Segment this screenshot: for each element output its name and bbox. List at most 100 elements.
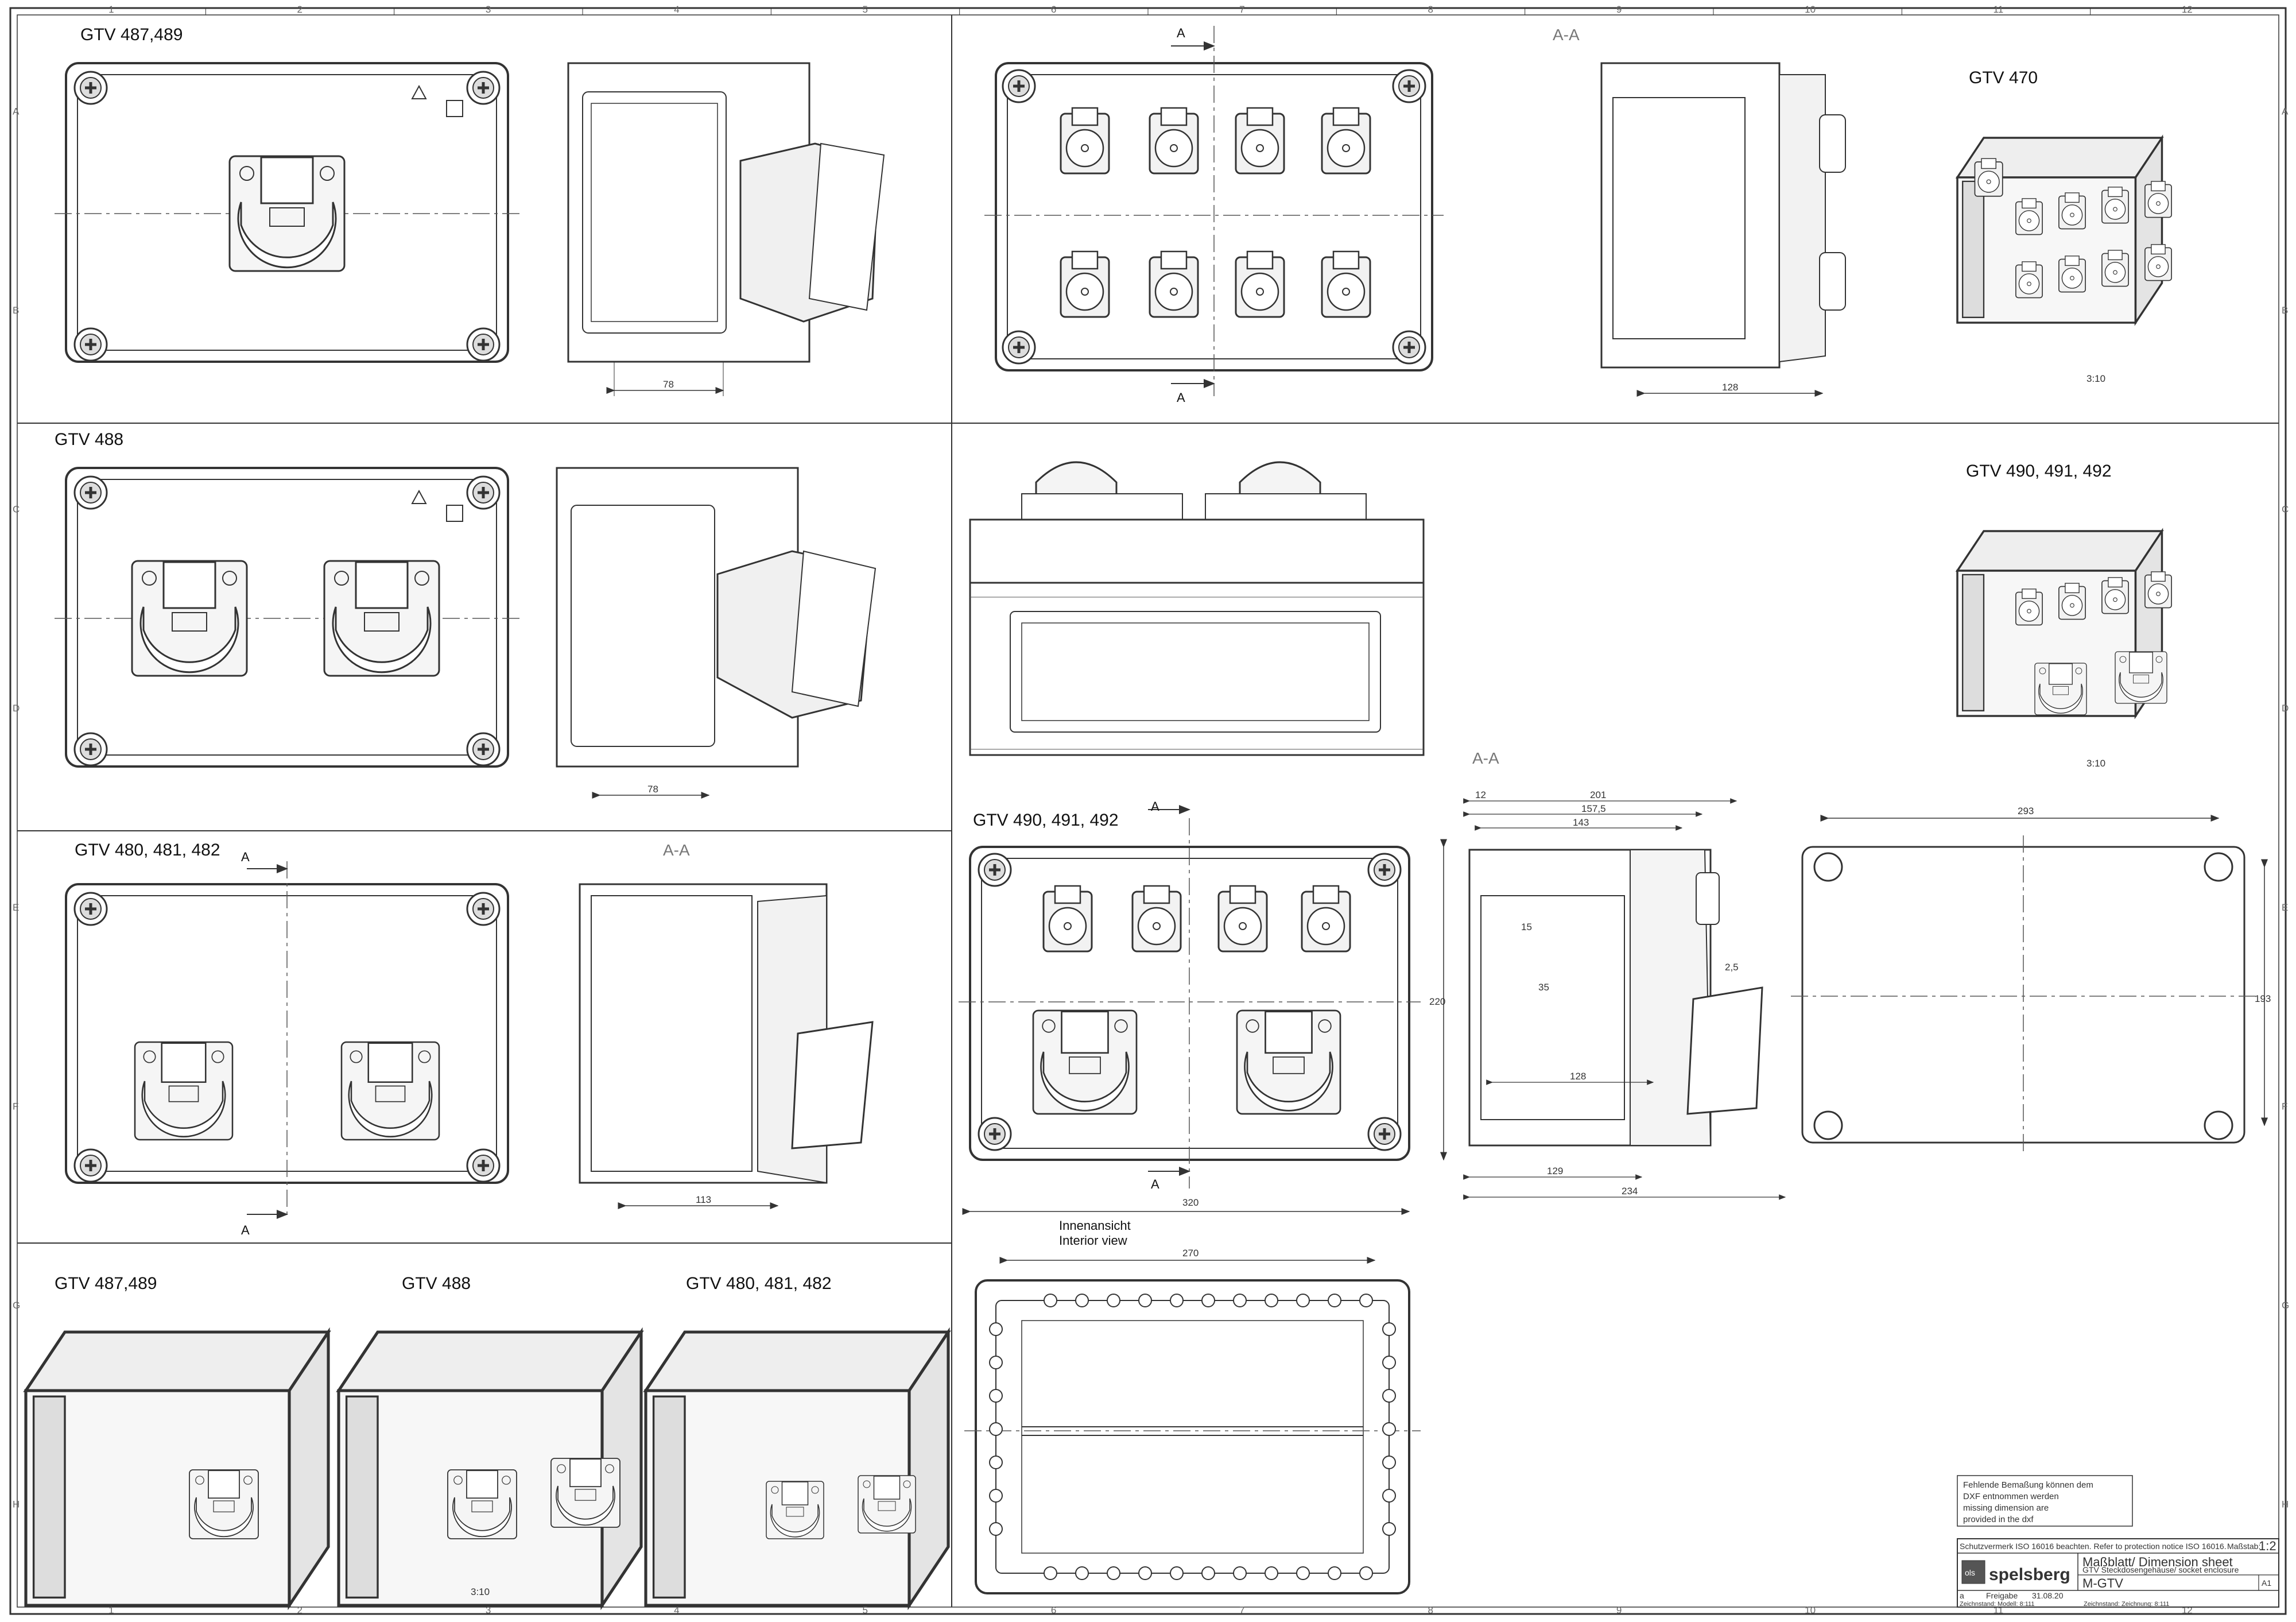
title-block [1957, 1538, 2279, 1608]
grid-row-label: D [13, 703, 20, 714]
grid-column-label: 2 [297, 4, 302, 15]
tb-brand: spelsberg [1989, 1565, 2070, 1584]
view7-dimension-label: 157,5 [1581, 803, 1606, 814]
view7-dimension-label: 128 [1570, 1071, 1586, 1082]
mounting-hole [1075, 1294, 1089, 1307]
grid-column-label: 2 [297, 1605, 302, 1616]
grid-column-label: 10 [1805, 1605, 1816, 1616]
interior-view [964, 1257, 1421, 1594]
grid-row-label: H [2282, 1499, 2289, 1510]
tb-footer-right: Zeichnstand: Zeichnung: 8:111 [2084, 1601, 2169, 1608]
tb-protection: Schutzvermerk ISO 16016 beachten. Refer … [1960, 1542, 2227, 1551]
mounting-hole [1265, 1566, 1278, 1580]
tb-row-status: Freigabe [1986, 1591, 2018, 1600]
view7-dimension-label: 201 [1590, 789, 1606, 800]
view7-dimension-label: 12 [1475, 789, 1486, 800]
mounting-hole [1382, 1522, 1396, 1536]
mounting-hole [989, 1389, 1003, 1403]
bottom-title-1: GTV 487,489 [55, 1274, 157, 1293]
mounting-hole [1328, 1566, 1341, 1580]
grid-row-label: C [13, 504, 20, 515]
view7-dimension-label: 129 [1547, 1166, 1563, 1176]
view7-section [1463, 798, 1786, 1200]
iso470-view [1956, 137, 2163, 324]
view6-height: 220 [1429, 996, 1445, 1007]
mounting-hole [1265, 1294, 1278, 1307]
view3-front [65, 861, 509, 1219]
grid-column-label: 8 [1428, 1605, 1433, 1616]
bottom-iso-3 [646, 1332, 948, 1605]
iso490-scale: 3:10 [2086, 758, 2105, 769]
grid-column-label: 9 [1616, 4, 1622, 15]
mounting-hole [1382, 1389, 1396, 1403]
grid-column-label: 3 [486, 4, 491, 15]
view7-dimension-label: 15 [1521, 922, 1532, 932]
mounting-hole [1170, 1566, 1184, 1580]
bottom-title-2: GTV 488 [402, 1274, 471, 1293]
view1-front [55, 62, 519, 363]
grid-column-label: 6 [1051, 4, 1056, 15]
tb-footer-left: Zeichnstand: Modell: 8:111 [1960, 1601, 2034, 1608]
note-line-2: DXF entnommen werden [1963, 1492, 2059, 1501]
tb-scale: 1:2 [2259, 1539, 2276, 1553]
view4-section [1600, 62, 1846, 397]
grid-row-label: F [13, 1101, 18, 1112]
tb-scale-label: Maßstab: [2227, 1542, 2260, 1551]
mounting-hole [1382, 1322, 1396, 1336]
view2-title: GTV 488 [55, 430, 123, 449]
view1-title: GTV 487,489 [80, 25, 183, 44]
view1-dim: 78 [663, 379, 674, 390]
view3-dim: 113 [696, 1194, 711, 1205]
mounting-hole [1382, 1356, 1396, 1369]
view6-title: GTV 490, 491, 492 [973, 811, 1119, 830]
mounting-hole [1382, 1422, 1396, 1436]
grid-column-label: 12 [2182, 4, 2193, 15]
view1-side [567, 62, 885, 396]
view2-dim: 78 [647, 784, 658, 795]
grid-row-label: A [13, 106, 20, 117]
mounting-hole [1359, 1566, 1373, 1580]
view8-width: 293 [2018, 806, 2034, 816]
view7-section-label: A-A [1472, 749, 1499, 767]
mounting-hole [1233, 1294, 1247, 1307]
note-line-4: provided in the dxf [1963, 1515, 2034, 1524]
grid-column-label: 6 [1051, 1605, 1056, 1616]
note-line-3: missing dimension are [1963, 1503, 2049, 1513]
bottom-iso-1 [26, 1332, 328, 1605]
grid-row-label: B [13, 305, 19, 316]
iso470-title: GTV 470 [1969, 68, 2038, 87]
view7-dimension-label: 234 [1622, 1186, 1638, 1197]
mounting-hole [1107, 1566, 1120, 1580]
grid-column-label: 11 [1994, 4, 2004, 15]
mounting-hole [1233, 1566, 1247, 1580]
grid-row-label: C [2282, 504, 2289, 515]
mounting-hole [1138, 1566, 1152, 1580]
mounting-hole [1328, 1294, 1341, 1307]
tb-size: A1 [2262, 1578, 2271, 1588]
tb-row-date: 31.08.20 [2032, 1591, 2064, 1600]
tb-brand-short: ols [1965, 1568, 1975, 1577]
mounting-hole [1044, 1566, 1057, 1580]
view2-front [55, 467, 519, 768]
note-line-1: Fehlende Bemaßung können dem [1963, 1480, 2093, 1490]
view3-section [579, 883, 874, 1209]
view3-cut-top: A [241, 850, 250, 864]
view6-width: 320 [1182, 1197, 1199, 1208]
interior-width: 270 [1182, 1248, 1199, 1259]
view4-cut-bottom: A [1177, 390, 1185, 405]
iso490-title: GTV 490, 491, 492 [1966, 462, 2112, 481]
grid-column-label: 1 [108, 1605, 114, 1616]
view3-title: GTV 480, 481, 482 [75, 841, 220, 860]
mounting-hole [1170, 1294, 1184, 1307]
view7-dimension-label: 35 [1538, 982, 1549, 993]
view7-dimension-label: 143 [1573, 817, 1589, 828]
mounting-hole [1359, 1294, 1373, 1307]
grid-column-label: 7 [1239, 4, 1244, 15]
tb-description: GTV Steckdosengehäuse/ socket enclosure [2082, 1565, 2239, 1574]
mounting-hole [1138, 1294, 1152, 1307]
grid-column-label: 3 [486, 1605, 491, 1616]
mounting-hole [1107, 1294, 1120, 1307]
grid-row-label: H [13, 1499, 20, 1510]
view4-section-label: A-A [1553, 26, 1580, 44]
